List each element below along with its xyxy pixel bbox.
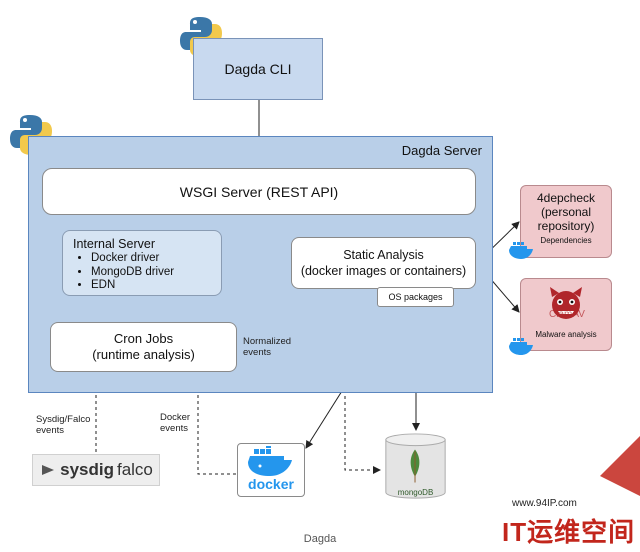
normalized-events-label: Normalized events [243,336,291,358]
static-analysis-title: Static Analysis [343,248,424,262]
figure-caption: Dagda [303,533,337,545]
sysdig-events-label: Sysdig/Falco events [36,414,90,436]
mongodb-logo-text: mongoDB [397,488,434,497]
watermark-brand: IT运维空间 [502,517,636,547]
list-item: EDN [91,279,221,293]
os-packages-label: OS packages [388,292,443,302]
edge-label-line: events [36,425,64,436]
docker-whale-icon [248,446,292,476]
edge-label-line: events [160,423,188,434]
malware-caption: Malware analysis [535,330,597,339]
dagda-server-title: Dagda Server [401,143,482,158]
edge-label-line: events [243,347,271,358]
dagda-cli-label: Dagda CLI [224,61,292,77]
wsgi-server-label: WSGI Server (REST API) [179,183,339,200]
internal-server-title: Internal Server [73,237,155,251]
docker-whale-icon [509,338,533,355]
docker-logo-text: docker [248,476,294,492]
sysdig-falco-logo: sysdig falco [32,454,160,486]
dependencies-title-line: 4depcheck [536,191,596,205]
dependencies-box[interactable]: 4depcheck (personal repository) Dependen… [520,185,612,258]
dependencies-caption: Dependencies [540,236,592,245]
edge-label-line: Sysdig/Falco [36,414,91,425]
list-item: MongoDB driver [91,266,221,280]
internal-server-box[interactable]: Internal Server Docker driver MongoDB dr… [62,230,222,296]
internal-server-list: Docker driver MongoDB driver EDN [73,252,221,293]
cron-jobs-box[interactable]: Cron Jobs (runtime analysis) [50,322,237,372]
list-item: Docker driver [91,252,221,266]
static-analysis-subtitle: (docker images or containers) [300,264,467,278]
docker-whale-icon [509,242,533,259]
malware-analysis-box[interactable]: ClamAV Malware analysis [520,278,612,351]
cron-jobs-subtitle: (runtime analysis) [92,347,195,362]
static-analysis-box[interactable]: Static Analysis (docker images or contai… [291,237,476,289]
edge-label-line: Docker [160,412,191,423]
docker-logo-box[interactable]: docker [237,443,305,497]
sysdig-icon [42,465,55,475]
sysdig-logo-text: sysdig [60,460,114,479]
docker-events-label: Docker events [160,412,190,434]
dagda-cli-box[interactable]: Dagda CLI [193,38,323,100]
watermark-flag-icon [600,436,640,496]
dependencies-title-line: (personal [540,205,592,219]
mongodb-database-icon [385,433,446,499]
edge-label-line: Normalized [243,336,292,347]
cron-jobs-title: Cron Jobs [113,331,174,346]
watermark-url: www.94IP.com [512,498,577,509]
clamav-logo-text: ClamAV [549,309,585,320]
os-packages-box[interactable]: OS packages [377,287,454,307]
dependencies-title-line: repository) [537,219,595,233]
clamav-logo-icon [550,287,582,319]
wsgi-server-box[interactable]: WSGI Server (REST API) [42,168,476,215]
falco-logo-text: falco [116,460,153,479]
